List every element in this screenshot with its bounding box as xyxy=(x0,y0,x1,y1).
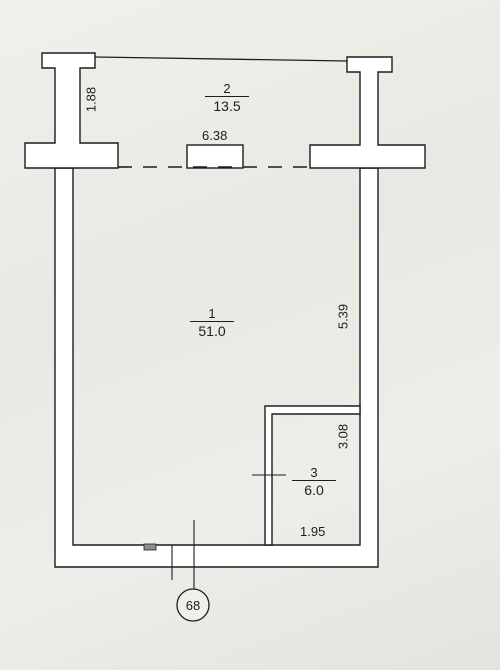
dimension-storage-width: 1.95 xyxy=(300,524,326,539)
room-2-number: 2 xyxy=(223,81,231,96)
center-wall-stub xyxy=(186,144,244,169)
dimension-right-wall: 5.39 xyxy=(335,303,351,330)
vent-block xyxy=(143,543,157,551)
room-3-area: 6.0 xyxy=(292,480,336,497)
left-balcony-pier xyxy=(24,52,119,169)
room-3-number: 3 xyxy=(310,465,318,480)
dimension-balcony-opening: 6.38 xyxy=(202,128,228,143)
dimension-storage-height: 3.08 xyxy=(335,423,351,450)
storage-partition-wall xyxy=(264,405,361,546)
balcony-top-line xyxy=(94,56,348,62)
room-2-area: 13.5 xyxy=(205,96,249,113)
exterior-wall xyxy=(54,167,379,568)
room-1-area: 51.0 xyxy=(190,321,234,338)
marker-circle xyxy=(176,588,210,622)
dimension-balcony-depth: 1.88 xyxy=(83,86,99,113)
room-1-number: 1 xyxy=(208,306,216,321)
marker-label: 68 xyxy=(185,598,201,613)
right-balcony-pier xyxy=(309,56,426,169)
